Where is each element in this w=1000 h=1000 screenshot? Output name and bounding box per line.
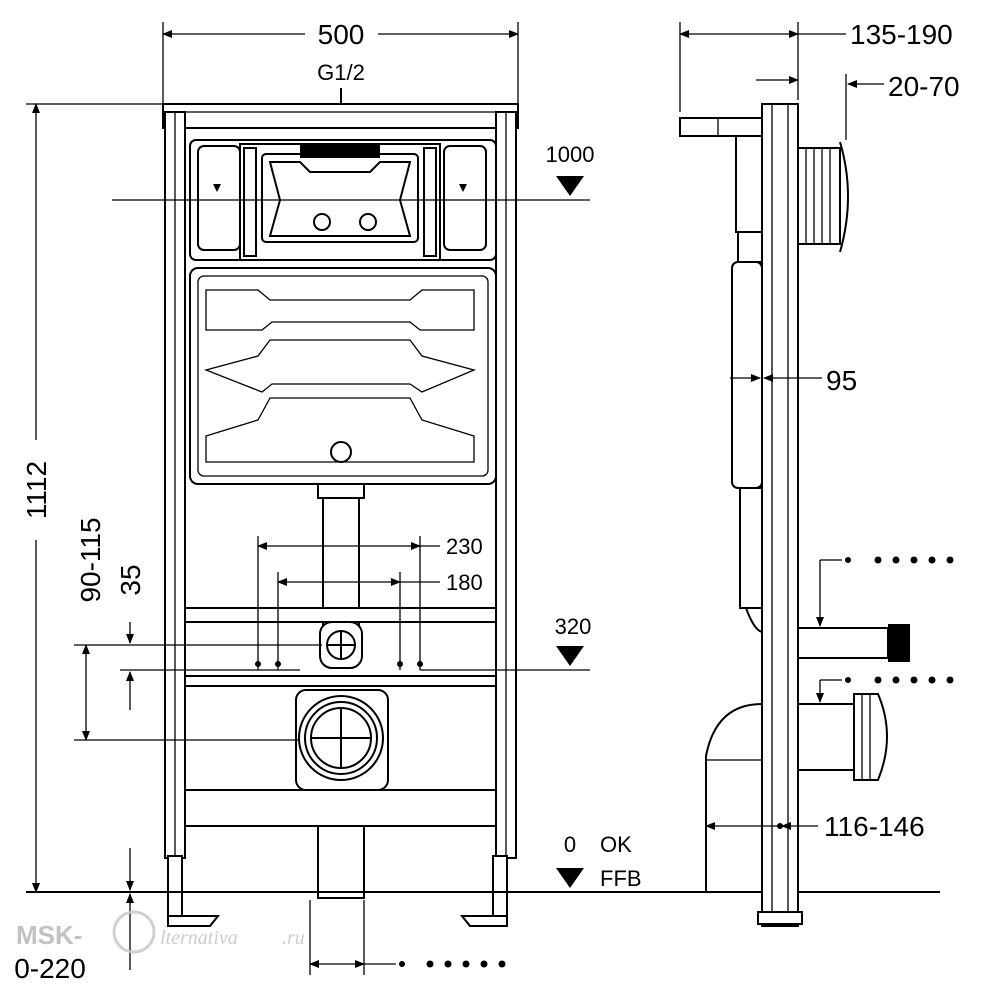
leg-adjust-dimension: 0-220 xyxy=(14,848,506,984)
dim-height-label: 1112 xyxy=(21,461,52,519)
watermark-tld: .ru xyxy=(282,927,305,949)
depth-dimension: 135-190 xyxy=(679,19,953,112)
watermark-prefix: MSK- xyxy=(16,920,82,950)
dim-width-label: 500 xyxy=(318,19,365,50)
floor-level: 0 OK FFB xyxy=(26,832,940,893)
drain-offset-dimension: 116-146 xyxy=(705,811,925,842)
drain-outlet xyxy=(295,689,389,791)
dim-230-label: 230 xyxy=(446,534,483,559)
level-320: 320 xyxy=(420,614,592,671)
cistern-side xyxy=(731,135,763,633)
flush-pipe-coupling xyxy=(317,483,365,499)
dim-116-146-label: 116-146 xyxy=(824,811,925,842)
side-view: 135-190 20-70 xyxy=(679,19,960,927)
stud-spacing-dimensions: 230 180 xyxy=(255,534,483,670)
ffb-label: FFB xyxy=(600,866,642,891)
ok-label: OK xyxy=(600,832,632,857)
frame-top-rail xyxy=(162,103,519,129)
level-1000-label: 1000 xyxy=(546,142,595,167)
button-depth-dimension: 20-70 xyxy=(756,71,960,140)
crossbar-middle xyxy=(184,675,497,687)
left-leg xyxy=(167,855,183,917)
left-foot xyxy=(167,915,221,927)
dim-20-70-label: 20-70 xyxy=(888,71,960,102)
flush-outlet xyxy=(319,621,363,669)
watermark-logo-icon xyxy=(112,910,156,954)
flush-pipe-stub xyxy=(797,556,954,662)
dim-90-115-label: 90-115 xyxy=(75,517,106,602)
dim-0-220-label: 0-220 xyxy=(14,953,86,984)
width-dimension: 500 xyxy=(162,19,519,104)
drain-connector xyxy=(797,676,954,781)
side-frame-profile xyxy=(761,103,799,927)
level-1000: 1000 xyxy=(112,142,595,201)
level-0-label: 0 xyxy=(564,832,576,857)
dim-180-label: 180 xyxy=(446,570,483,595)
crossbar-lower xyxy=(184,789,497,827)
dim-95-label: 95 xyxy=(826,365,857,396)
connection-label: G1/2 xyxy=(317,60,365,85)
drain-elbow xyxy=(705,702,763,893)
side-foot xyxy=(757,911,803,925)
dim-135-190-label: 135-190 xyxy=(850,19,953,50)
crossbar-upper xyxy=(184,607,497,623)
dim-35-label: 35 xyxy=(115,564,146,595)
offset-dimensions: 90-115 35 xyxy=(74,517,322,741)
watermark-suffix: lternativa xyxy=(160,927,238,949)
watermark: MSK- lternativa .ru xyxy=(16,910,305,954)
cistern-depth-dimension: 95 xyxy=(730,365,857,396)
right-foot xyxy=(459,915,508,927)
bottom-sleeve xyxy=(317,825,365,899)
height-dimension: 1112 xyxy=(21,103,163,893)
flush-pipe xyxy=(322,497,360,627)
front-view: 500 G1/2 xyxy=(14,19,940,984)
cistern-body xyxy=(189,267,497,485)
level-320-label: 320 xyxy=(555,614,592,639)
flush-button xyxy=(797,141,849,253)
right-leg xyxy=(492,855,508,917)
wall-bracket xyxy=(679,117,763,137)
